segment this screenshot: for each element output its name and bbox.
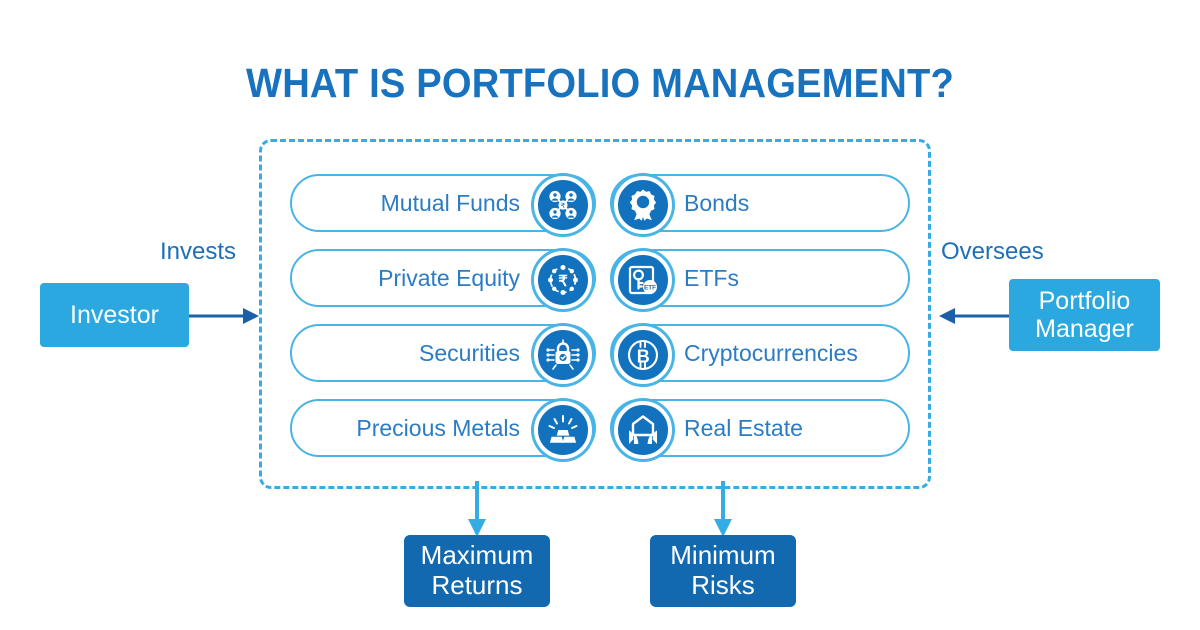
- svg-text:₹: ₹: [561, 202, 566, 210]
- invests-relation-label: Invests: [160, 238, 237, 265]
- oversees-relation-label: Oversees: [941, 238, 1044, 265]
- asset-item-mutual-funds[interactable]: Mutual Funds: [290, 174, 596, 234]
- svg-text:₹: ₹: [558, 273, 568, 290]
- asset-item-cryptocurrencies[interactable]: B Cryptocurrencies: [610, 324, 910, 384]
- award-ribbon-icon: [614, 176, 672, 234]
- gold-bars-icon: [534, 401, 592, 459]
- asset-item-etfs[interactable]: ETF ETFs: [610, 249, 910, 309]
- minimum-risks-arrow: [710, 481, 736, 537]
- asset-item-private-equity[interactable]: Private Equity ₹: [290, 249, 596, 309]
- portfolio-container-outline: [259, 139, 931, 489]
- investor-to-portfolio-arrow: [189, 303, 259, 329]
- svg-text:ETF: ETF: [644, 285, 656, 292]
- asset-label: ETFs: [684, 264, 739, 291]
- asset-item-bonds[interactable]: Bonds: [610, 174, 910, 234]
- page-title: WHAT IS PORTFOLIO MANAGEMENT?: [246, 60, 954, 106]
- mutual-funds-icon: ₹: [534, 176, 592, 234]
- padlock-circuit-icon: [534, 326, 592, 384]
- asset-label: Cryptocurrencies: [684, 339, 858, 366]
- asset-item-real-estate[interactable]: Real Estate: [610, 399, 910, 459]
- asset-item-precious-metals[interactable]: Precious Metals: [290, 399, 596, 459]
- bitcoin-icon: B: [614, 326, 672, 384]
- asset-item-securities[interactable]: Securities: [290, 324, 596, 384]
- asset-label: Bonds: [684, 189, 750, 216]
- svg-text:B: B: [637, 347, 650, 367]
- investor-node[interactable]: Investor: [40, 283, 189, 347]
- asset-class-grid: Mutual Funds: [259, 139, 931, 489]
- document-key-etf-icon: ETF: [614, 251, 672, 309]
- asset-label: Precious Metals: [356, 414, 520, 441]
- manager-to-portfolio-arrow: [931, 303, 1009, 329]
- investor-label: Investor: [70, 301, 159, 329]
- hands-house-icon: [614, 401, 672, 459]
- asset-label: Securities: [419, 339, 520, 366]
- asset-label: Real Estate: [684, 414, 803, 441]
- asset-label: Private Equity: [378, 264, 520, 291]
- maximum-returns-arrow: [464, 481, 490, 537]
- asset-label: Mutual Funds: [380, 189, 520, 216]
- rupee-network-icon: ₹: [534, 251, 592, 309]
